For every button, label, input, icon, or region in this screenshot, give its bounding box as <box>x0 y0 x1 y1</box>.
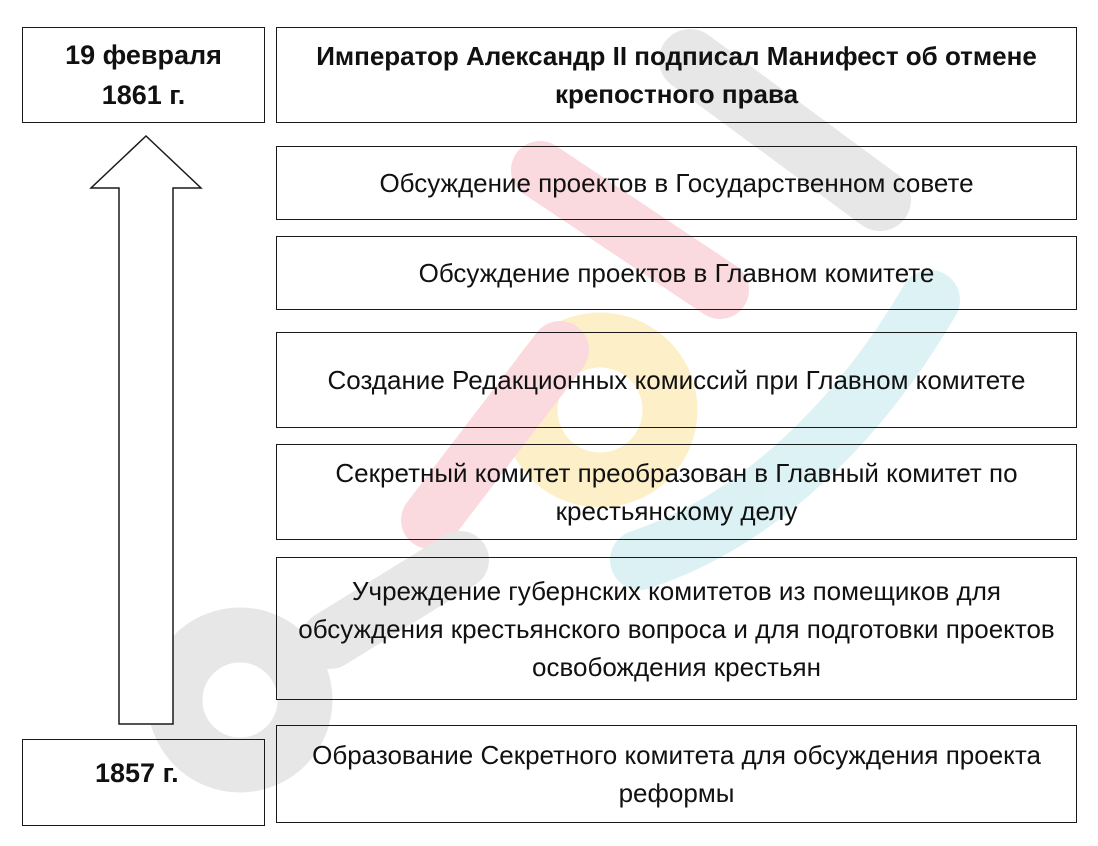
event-secret-committee-text: Образование Секретного комитета для обсу… <box>312 740 1041 808</box>
event-editorial-commissions: Создание Редакционных комиссий при Главн… <box>276 332 1077 428</box>
event-secret-to-main: Секретный комитет преобразован в Главный… <box>276 444 1077 540</box>
event-provincial-committees-text: Учреждение губернских комитетов из помещ… <box>298 575 1055 682</box>
event-editorial-commissions-text: Создание Редакционных комиссий при Главн… <box>327 365 1026 395</box>
date-end-box: 19 февраля 1861 г. <box>22 27 265 123</box>
date-end-label: 19 февраля 1861 г. <box>65 40 222 110</box>
event-provincial-committees: Учреждение губернских комитетов из помещ… <box>276 557 1077 700</box>
event-manifesto-text: Император Александр II подписал Манифест… <box>316 41 1037 109</box>
event-manifesto: Император Александр II подписал Манифест… <box>276 27 1077 123</box>
event-state-council-text: Обсуждение проектов в Государственном со… <box>379 168 974 198</box>
event-main-committee: Обсуждение проектов в Главном комитете <box>276 236 1077 310</box>
event-main-committee-text: Обсуждение проектов в Главном комитете <box>418 258 935 288</box>
event-secret-committee: Образование Секретного комитета для обсу… <box>276 725 1077 823</box>
event-state-council: Обсуждение проектов в Государственном со… <box>276 146 1077 220</box>
event-secret-to-main-text: Секретный комитет преобразован в Главный… <box>335 458 1018 526</box>
date-start-box: 1857 г. <box>22 739 265 826</box>
date-start-label: 1857 г. <box>95 758 179 788</box>
